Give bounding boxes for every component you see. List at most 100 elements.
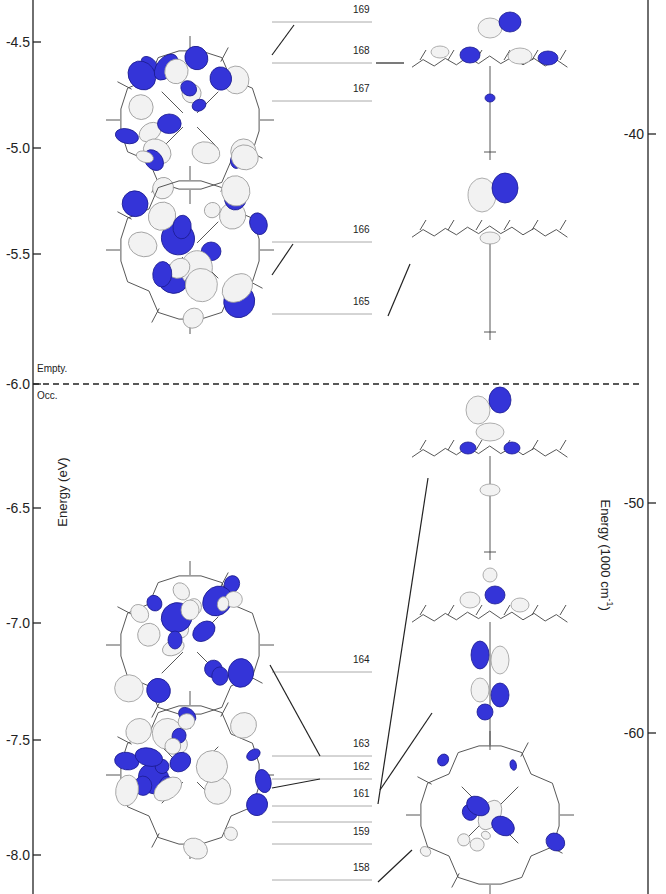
bond — [117, 82, 131, 89]
axis-tick-label: -7.5 — [6, 733, 30, 747]
bond — [152, 833, 159, 847]
bond — [532, 50, 538, 60]
orbital-lobe — [460, 442, 476, 454]
orbital-lobe — [483, 568, 497, 582]
orbital-lobe — [455, 832, 472, 849]
orbital-lobe — [480, 484, 500, 496]
orbital-lobe — [114, 674, 144, 702]
bond — [560, 605, 566, 615]
bond — [560, 440, 566, 450]
bond — [490, 731, 491, 745]
bond — [532, 605, 538, 615]
axis-tick-label: -7.0 — [6, 616, 30, 630]
axial-ligand — [490, 66, 491, 160]
orbital-lobe — [157, 114, 181, 134]
bond — [117, 607, 131, 614]
orbital-lobe — [485, 586, 505, 604]
bond — [560, 815, 574, 816]
orbital-lobe — [468, 178, 496, 212]
bond — [221, 47, 228, 61]
orbital-lobe — [489, 387, 511, 413]
orbital-lobe — [463, 792, 493, 820]
orbital-lobe — [134, 619, 165, 650]
axis-tick-label: -8.0 — [6, 848, 30, 862]
orbital-lobe — [142, 674, 175, 707]
orbital-lobe — [216, 596, 230, 612]
orbital-lobe — [184, 267, 219, 303]
orbital-lobe — [150, 772, 187, 806]
orbital-lobe — [491, 683, 509, 707]
bond — [190, 166, 191, 180]
axis-tick-label: -50 — [624, 496, 644, 510]
axis-title-wrap: Energy (eV) — [54, 457, 70, 526]
orbital-lobe — [504, 442, 520, 454]
porphyrin-plane — [412, 446, 567, 457]
orbital-lobe — [149, 173, 178, 202]
orbital-lobe — [180, 834, 211, 863]
orbital-number: 167 — [353, 84, 370, 94]
axis-tick-label: -40 — [624, 127, 644, 141]
orbital-lobe — [509, 759, 517, 770]
orbital-lobe — [117, 186, 153, 222]
bond — [190, 561, 191, 575]
bond — [484, 152, 496, 153]
orbital-lobe — [492, 173, 518, 203]
orbital-lobe — [476, 423, 504, 441]
axial-ligand — [490, 622, 491, 750]
orbital-lobe — [218, 173, 253, 209]
bond — [417, 777, 431, 784]
porphyrin-frame — [421, 746, 559, 884]
orbital-lobe — [471, 678, 489, 702]
orbital-lobe — [190, 97, 208, 113]
orbital-lobe — [247, 211, 270, 237]
orbital-lobe — [478, 18, 502, 38]
orbital-lobe — [542, 829, 568, 854]
orbital-lobe — [176, 711, 198, 732]
axis-tick-label: -60 — [624, 726, 644, 740]
axial-ligand — [490, 236, 491, 340]
orbital-number: 166 — [353, 225, 370, 235]
region-label: Empty. — [37, 364, 67, 374]
orbital-number: 169 — [353, 5, 370, 15]
bond — [190, 190, 191, 204]
orbital-lobe — [216, 268, 258, 309]
axis-title: Energy (1000 cm — [598, 499, 613, 598]
orbital-lobe — [168, 631, 182, 649]
orbital-lobe — [135, 149, 155, 165]
bond — [260, 250, 274, 251]
bond — [106, 645, 120, 646]
bond — [490, 885, 491, 894]
orbital-lobe — [253, 768, 273, 794]
orbital-lobe — [418, 845, 432, 859]
orbital-lobe — [133, 745, 164, 769]
orbital-lobe — [114, 126, 140, 146]
orbital-number: 162 — [353, 762, 370, 772]
bond — [190, 691, 191, 705]
orbital-lobe — [152, 261, 173, 288]
bond — [197, 222, 218, 243]
orbital-number: 159 — [353, 827, 370, 837]
bond — [448, 605, 454, 615]
bond — [152, 703, 159, 717]
axis-tick-label: -6.5 — [6, 501, 30, 515]
bond — [106, 250, 120, 251]
orbital-lobe — [511, 598, 529, 612]
bond — [476, 440, 482, 450]
bond — [532, 440, 538, 450]
axis-title-wrap: Energy (1000 cm-1) — [598, 499, 614, 610]
orbital-lobe — [471, 641, 489, 669]
bond — [152, 308, 159, 322]
bond — [476, 220, 482, 230]
bond — [221, 702, 228, 716]
bond — [420, 605, 426, 615]
bond — [476, 605, 482, 615]
orbital-lobe — [208, 65, 233, 91]
orbital-lobe — [491, 646, 509, 674]
bond — [406, 815, 420, 816]
orbital-lobe — [244, 791, 270, 818]
orbital-lobe — [477, 704, 493, 720]
orbital-lobe — [125, 228, 161, 261]
orbital-lobe — [228, 142, 261, 173]
orbital-number: 165 — [353, 297, 370, 307]
